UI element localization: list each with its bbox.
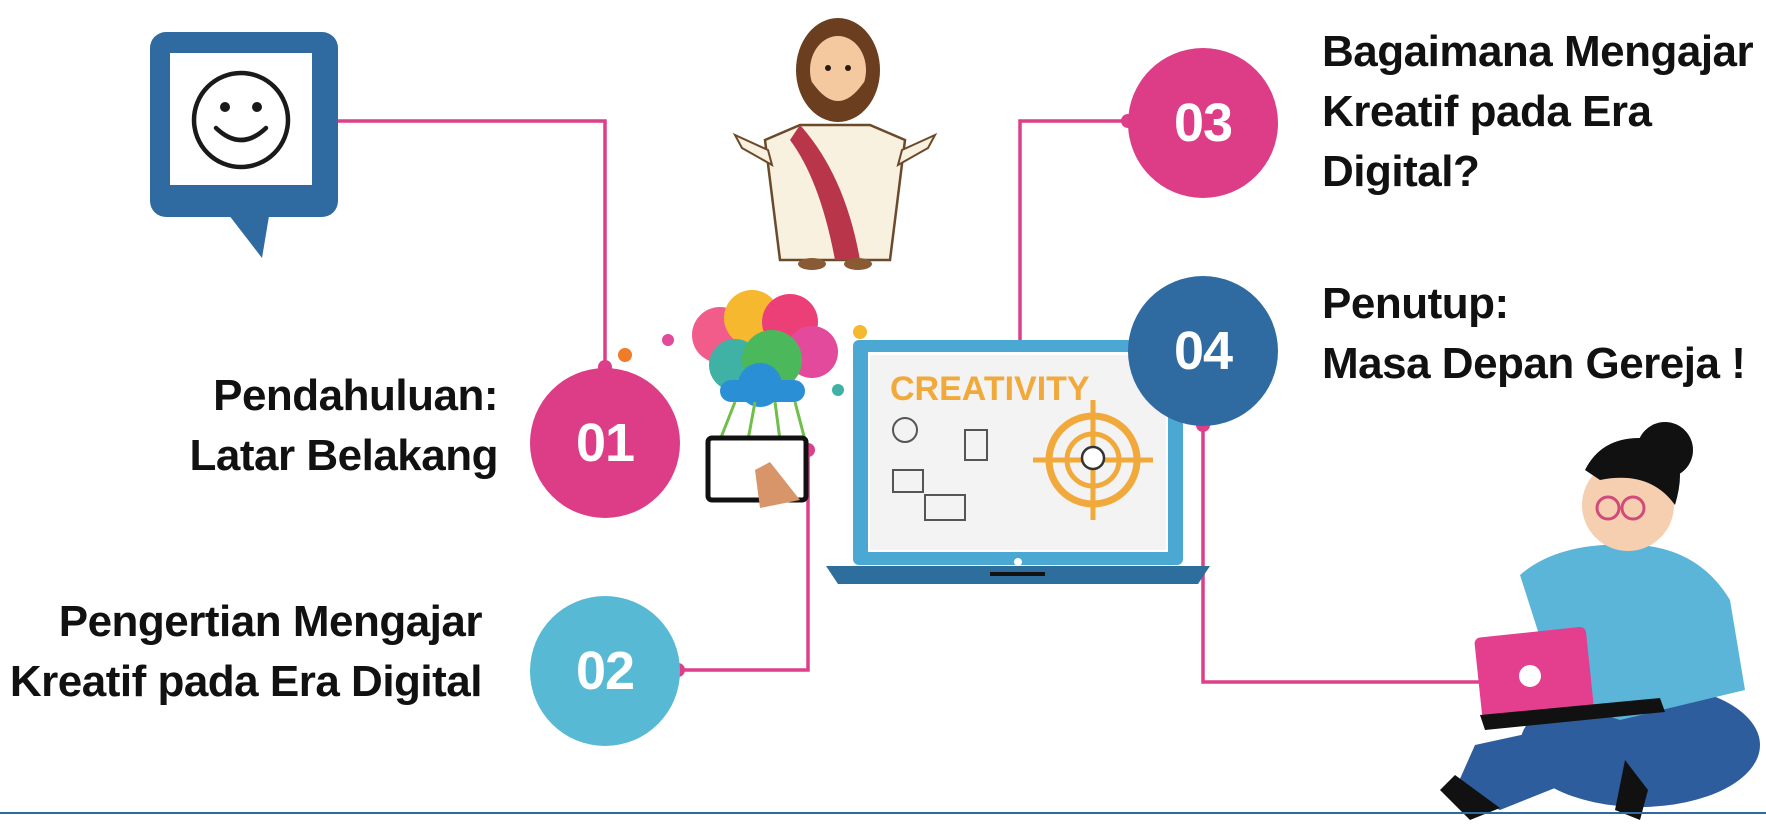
laptop-screen-text: CREATIVITY [890,370,1090,408]
connectors [337,119,1485,684]
laptop-creativity-illustration: CREATIVITY [826,340,1210,584]
woman-with-laptop-illustration [1440,422,1760,820]
step-label-02-line1: Pengertian Mengajar [58,597,483,646]
step-label-02: Pengertian Mengajar Kreatif pada Era Dig… [9,592,483,712]
step-label-01-line1: Pendahuluan: [213,371,498,420]
jesus-illustration [732,18,938,270]
step-label-01-line2: Latar Belakang [189,431,499,480]
connector-02 [678,450,810,672]
connector-01 [337,119,607,370]
step-label-03-line3: Digital? [1322,147,1480,196]
step-label-04-line2: Masa Depan Gereja ! [1322,339,1746,388]
step-label-03: Bagaimana Mengajar Kreatif pada Era Digi… [1322,22,1754,202]
step-label-03-line1: Bagaimana Mengajar [1322,27,1754,76]
step-number-03: 03 [1173,93,1233,153]
step-circle-01: 01 [530,368,680,518]
step-number-04: 04 [1173,321,1233,381]
step-label-04: Penutup: Masa Depan Gereja ! [1322,274,1746,394]
step-label-04-line1: Penutup: [1322,279,1509,328]
step-circle-04: 04 [1128,276,1278,426]
step-label-01: Pendahuluan: Latar Belakang [189,366,499,486]
step-label-03-line2: Kreatif pada Era [1322,87,1652,136]
step-label-02-line2: Kreatif pada Era Digital [9,657,483,706]
step-number-02: 02 [575,641,635,701]
connector-04 [1201,425,1485,684]
step-circle-03: 03 [1128,48,1278,198]
connector-03 [1018,119,1130,345]
step-circle-02: 02 [530,596,680,746]
smiley-speech-bubble-icon [150,32,338,258]
step-number-01: 01 [575,413,635,473]
tablet-idea-cloud-icon [618,290,867,508]
